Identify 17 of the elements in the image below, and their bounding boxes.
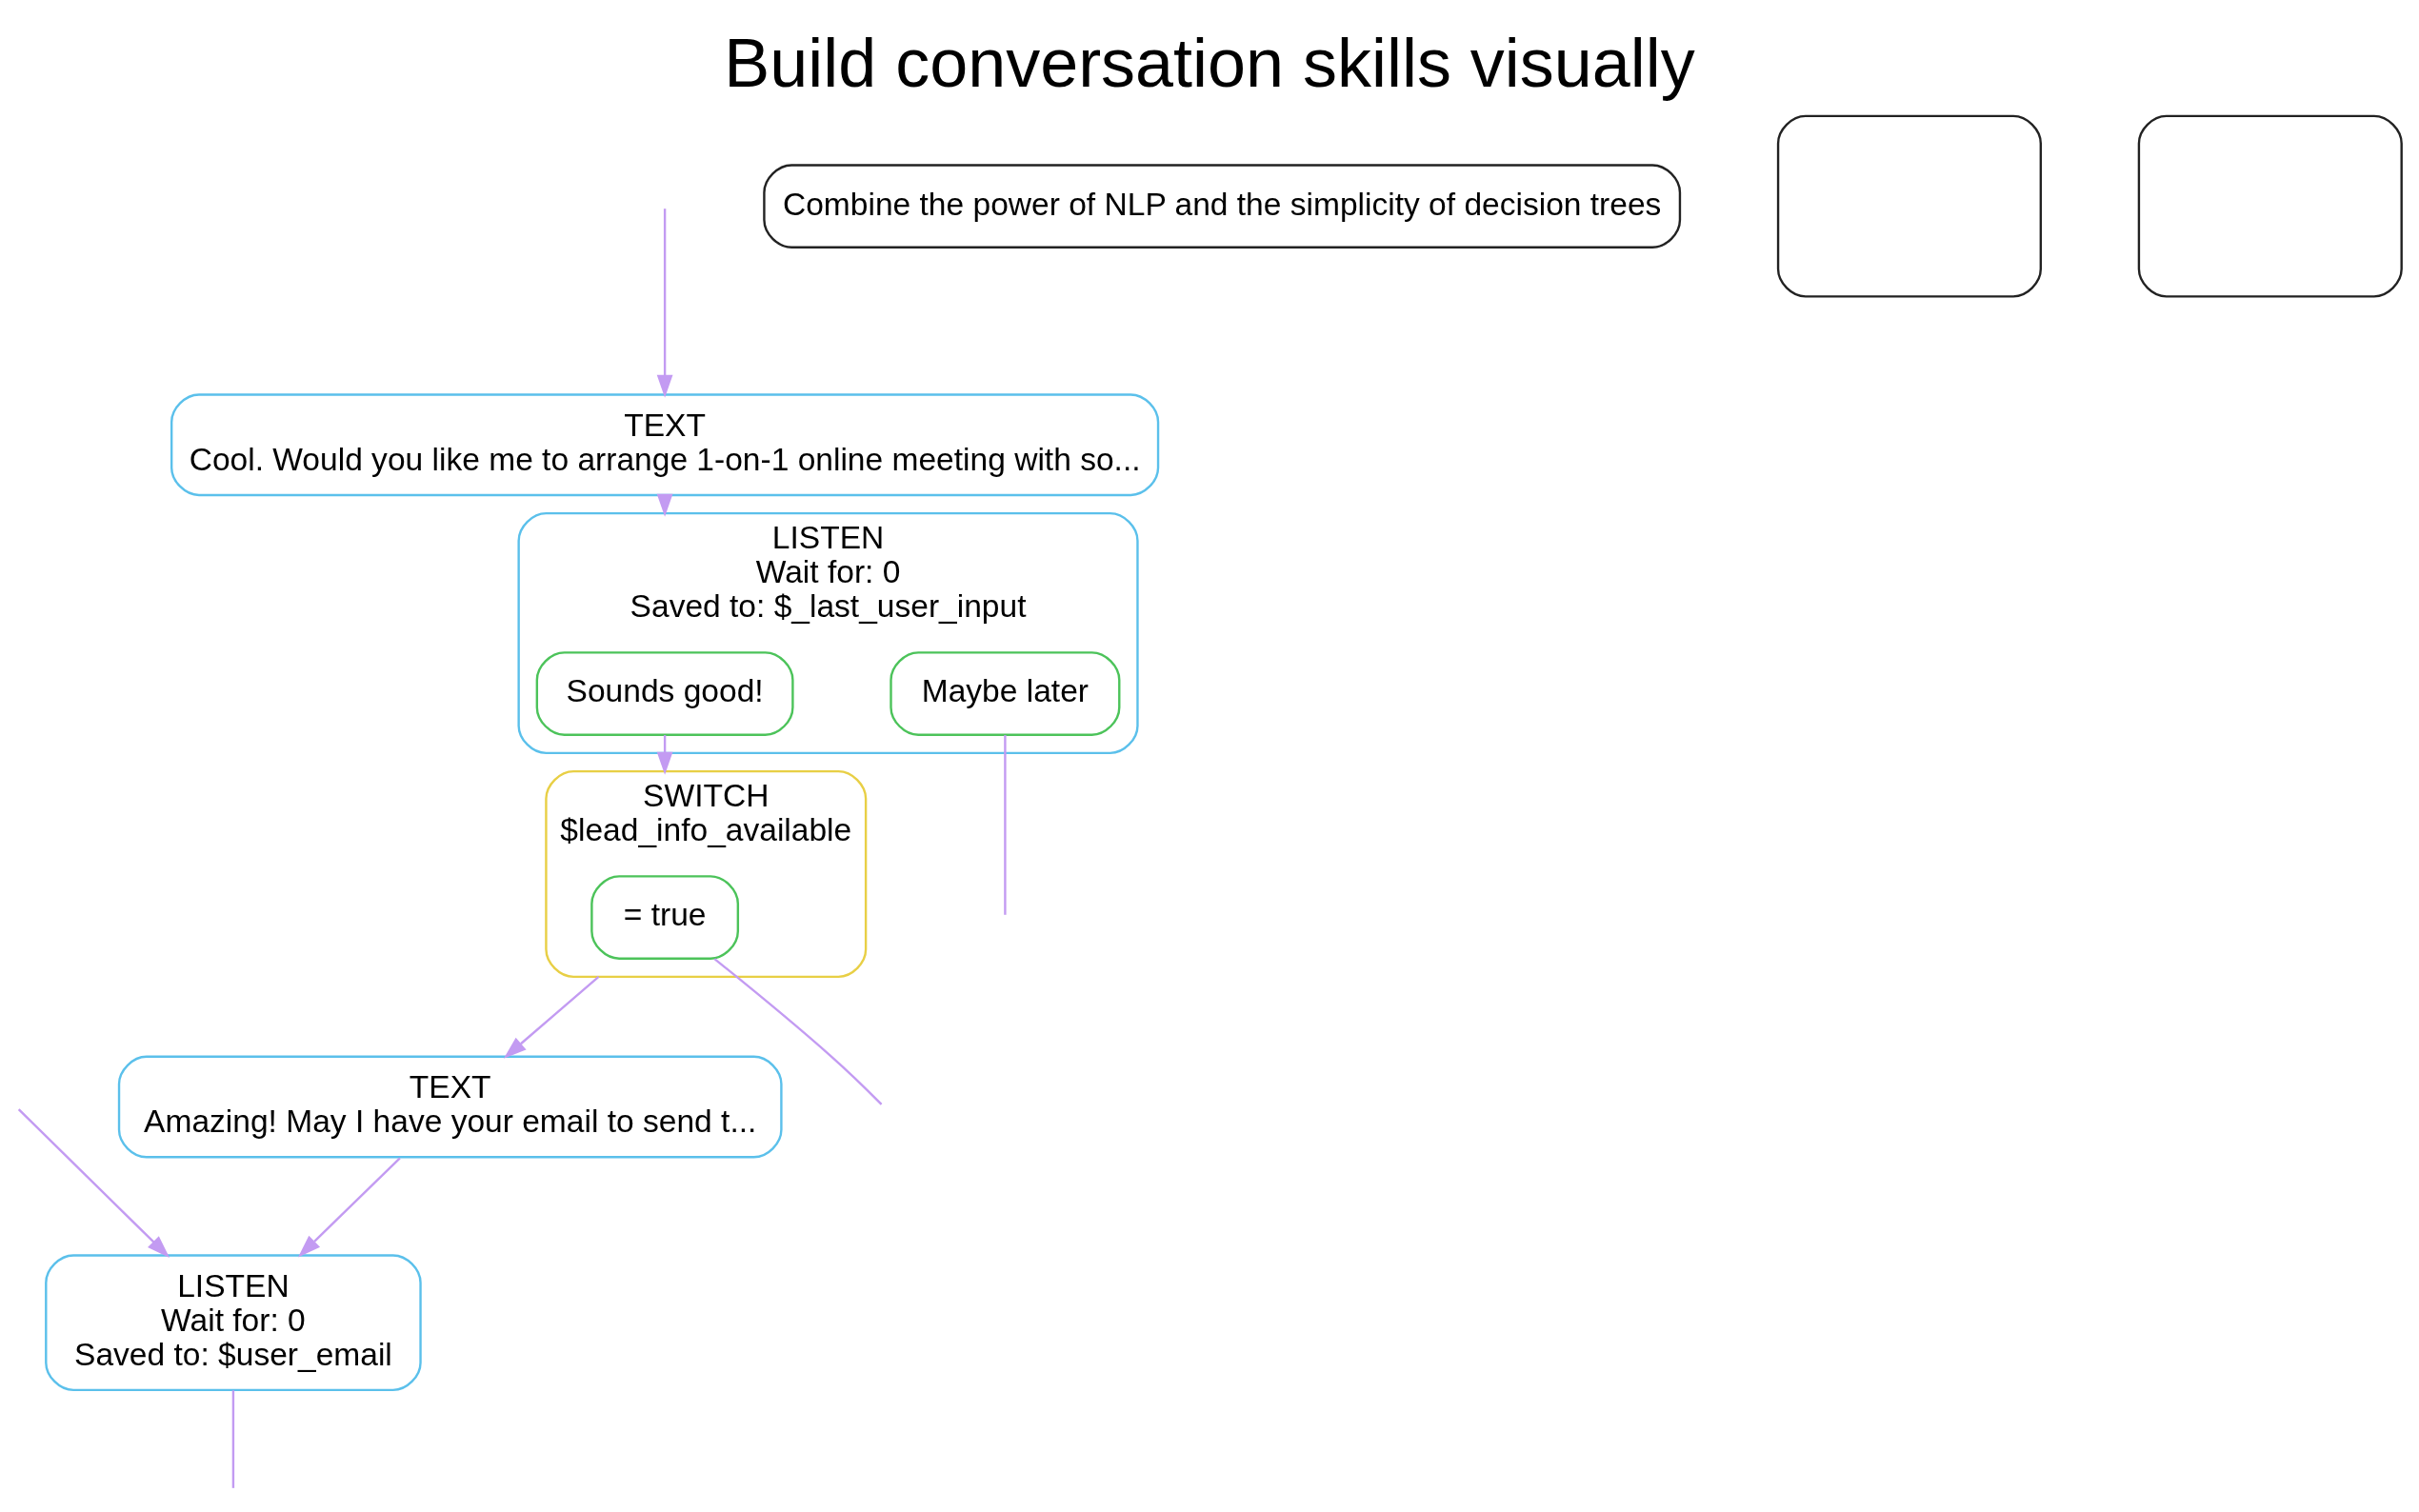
node-box: Sounds good! — [535, 650, 794, 736]
connector — [1004, 734, 1007, 915]
arrow — [503, 975, 600, 1059]
arrow — [17, 1107, 170, 1258]
node-box: TEXT Amazing! May I have your email to send t... — [117, 1055, 783, 1158]
node-bubble — [2137, 114, 2403, 298]
node-box: Maybe later — [890, 650, 1121, 736]
connector — [231, 1389, 235, 1488]
node-bubble — [1776, 114, 2042, 298]
arrow — [656, 208, 673, 398]
node-box: LISTEN Wait for: 0 Saved to: $user_email — [45, 1253, 422, 1391]
node-box: Combine the power of NLP and the simplicity of decision trees — [763, 163, 1682, 249]
node-box: = true — [590, 874, 740, 960]
arrow — [297, 1157, 401, 1257]
arrow — [656, 734, 673, 775]
diagram-title: Build conversation skills visually — [724, 24, 1695, 101]
connector — [713, 957, 883, 1105]
